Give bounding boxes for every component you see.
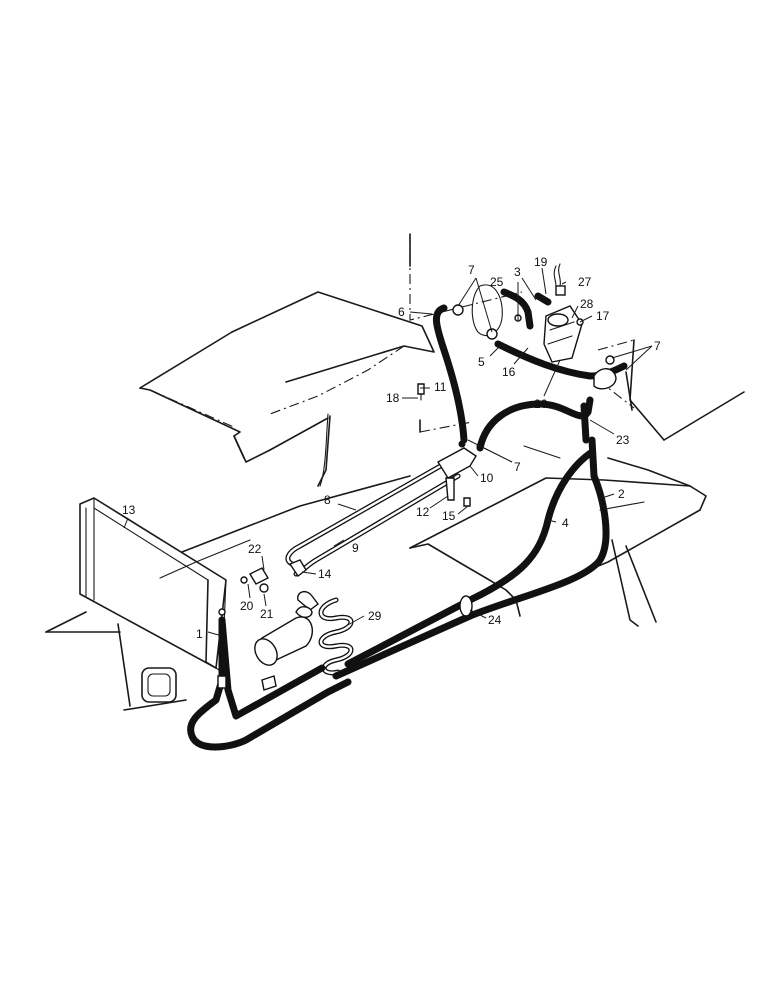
callout-20: 20 bbox=[240, 599, 254, 613]
callout-19: 19 bbox=[534, 255, 548, 269]
callout-28: 28 bbox=[580, 297, 594, 311]
evaporator-housing bbox=[452, 284, 617, 390]
coiled-tube bbox=[318, 597, 354, 676]
callout-1: 1 bbox=[196, 627, 203, 641]
callout-24: 24 bbox=[488, 613, 502, 627]
callout-7-top: 7 bbox=[468, 263, 475, 277]
callout-11: 11 bbox=[434, 380, 447, 394]
access-panel bbox=[141, 667, 177, 703]
callout-21: 21 bbox=[260, 607, 274, 621]
callout-7-right: 7 bbox=[654, 339, 661, 353]
callout-7-mid: 7 bbox=[514, 460, 521, 474]
receiver-drier bbox=[254, 616, 314, 666]
callout-9: 9 bbox=[352, 541, 359, 555]
fittings bbox=[217, 383, 484, 691]
callout-12: 12 bbox=[416, 505, 430, 519]
callout-labels: 1 2 3 4 5 6 7 7 7 8 9 10 11 12 13 14 15 … bbox=[122, 255, 661, 641]
callout-17: 17 bbox=[596, 309, 610, 323]
leader-lines bbox=[123, 267, 653, 637]
expansion-valve bbox=[543, 263, 584, 363]
callout-23: 23 bbox=[616, 433, 630, 447]
callout-5: 5 bbox=[478, 355, 485, 369]
callout-15: 15 bbox=[442, 509, 456, 523]
callout-18: 18 bbox=[386, 391, 400, 405]
callout-29: 29 bbox=[368, 609, 382, 623]
callout-22: 22 bbox=[248, 542, 262, 556]
callout-27: 27 bbox=[578, 275, 592, 289]
callout-2: 2 bbox=[618, 487, 625, 501]
callout-14: 14 bbox=[318, 567, 332, 581]
callout-4: 4 bbox=[562, 516, 569, 530]
callout-6: 6 bbox=[398, 305, 405, 319]
condenser bbox=[79, 497, 227, 673]
callout-26: 26 bbox=[534, 397, 548, 411]
callout-13: 13 bbox=[122, 503, 136, 517]
line-8-9 bbox=[285, 413, 461, 577]
callout-16: 16 bbox=[502, 365, 516, 379]
callout-8: 8 bbox=[324, 493, 331, 507]
callout-3: 3 bbox=[514, 265, 521, 279]
callout-10: 10 bbox=[480, 471, 494, 485]
callout-25: 25 bbox=[490, 275, 504, 289]
